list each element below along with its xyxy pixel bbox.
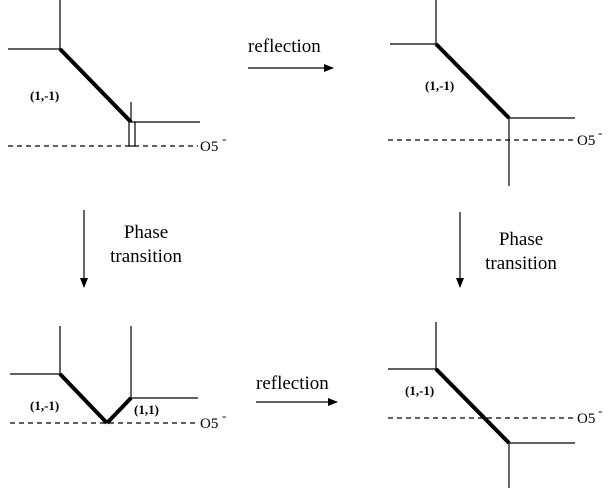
o5-plane-sup: - xyxy=(598,125,602,140)
diagonal-brane-segment xyxy=(58,47,133,124)
top-reflection-arrow: reflection xyxy=(248,36,334,72)
segment-label: (1,-1) xyxy=(425,78,454,93)
left-arrow-label-line2: transition xyxy=(110,246,182,267)
panel-top-left: (1,-1) O5 - xyxy=(8,0,226,155)
o5-plane-sup: - xyxy=(598,403,602,418)
diagonal-brane-segment xyxy=(434,367,511,445)
right-arrow-label-line1: Phase xyxy=(499,229,543,250)
o5-plane-label: O5 xyxy=(577,411,595,427)
right-arrow-label-line2: transition xyxy=(485,253,557,274)
bottom-arrow-label: reflection xyxy=(256,373,329,394)
top-arrow-label: reflection xyxy=(248,36,321,57)
segment-label-right: (1,1) xyxy=(134,402,159,417)
segment-label: (1,-1) xyxy=(30,88,59,103)
left-phase-transition-arrow: Phase transition xyxy=(80,210,182,288)
panel-bottom-left: (1,-1) (1,1) O5 - xyxy=(10,326,226,432)
stuck-brane-box xyxy=(128,121,136,147)
o5-plane-label: O5 xyxy=(200,416,218,432)
right-diagonal-brane-segment xyxy=(105,396,133,425)
o5-plane-sup: - xyxy=(222,408,226,423)
bottom-reflection-arrow: reflection xyxy=(256,373,338,406)
segment-label: (1,-1) xyxy=(405,383,434,398)
right-phase-transition-arrow: Phase transition xyxy=(456,212,557,288)
segment-label-left: (1,-1) xyxy=(30,398,59,413)
left-arrow-label-line1: Phase xyxy=(124,222,168,243)
o5-plane-label: O5 xyxy=(200,139,218,155)
panel-top-right: (1,-1) O5 - xyxy=(388,0,602,186)
panel-bottom-right: (1,-1) O5 - xyxy=(388,322,602,488)
o5-plane-sup: - xyxy=(222,131,226,146)
left-diagonal-brane-segment xyxy=(58,372,109,425)
o5-plane-label: O5 xyxy=(577,133,595,149)
diagonal-brane-segment xyxy=(434,42,511,120)
